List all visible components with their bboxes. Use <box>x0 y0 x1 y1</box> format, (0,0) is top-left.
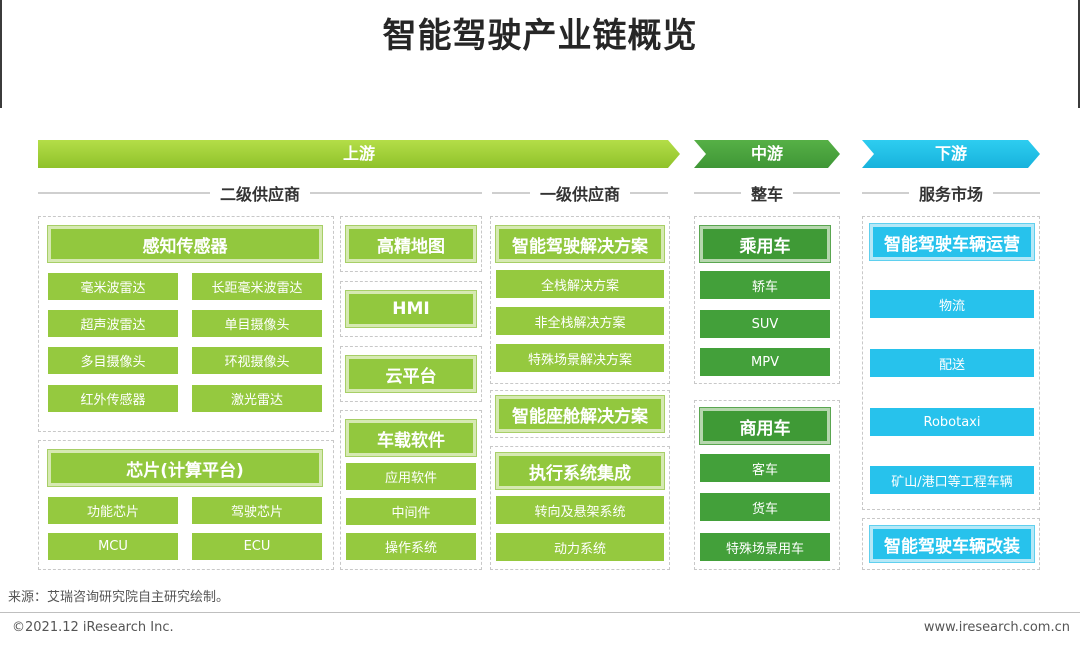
section-vehicle-label: 整车 <box>751 185 784 204</box>
software-panel <box>340 410 482 570</box>
section-service: 服务市场 <box>862 182 1041 204</box>
chips-panel <box>38 440 334 570</box>
stage-upstream: 上游 <box>38 140 680 168</box>
section-tier2-label: 二级供应商 <box>220 185 301 204</box>
divider-line <box>793 192 841 194</box>
page-title: 智能驾驶产业链概览 <box>382 16 698 56</box>
divider-line <box>694 192 741 194</box>
chip-item: MCU <box>48 533 178 560</box>
sensor-item: 单目摄像头 <box>192 310 322 337</box>
commercial-item: 特殊场景用车 <box>700 533 830 561</box>
sensor-item: 激光雷达 <box>192 385 322 412</box>
divider-line <box>993 192 1041 194</box>
sensor-item: 超声波雷达 <box>48 310 178 337</box>
software-header: 车载软件 <box>345 419 477 457</box>
operation-panel <box>862 216 1040 510</box>
operation-header: 智能驾驶车辆运营 <box>869 223 1035 261</box>
sensor-item: 多目摄像头 <box>48 347 178 374</box>
actuation-item: 转向及悬架系统 <box>496 496 664 524</box>
chip-item: 驾驶芯片 <box>192 497 322 524</box>
software-item: 应用软件 <box>346 463 476 490</box>
chips-header: 芯片(计算平台) <box>47 449 323 487</box>
chip-item: ECU <box>192 533 322 560</box>
sensor-item: 环视摄像头 <box>192 347 322 374</box>
passenger-header: 乘用车 <box>699 225 831 263</box>
section-vehicle: 整车 <box>694 182 841 204</box>
modification-panel <box>862 518 1040 570</box>
adas-panel <box>490 216 670 384</box>
section-service-label: 服务市场 <box>919 185 984 204</box>
cloud-box: 云平台 <box>345 355 477 393</box>
passenger-item: MPV <box>700 348 830 376</box>
section-tier1-label: 一级供应商 <box>540 185 621 204</box>
commercial-item: 客车 <box>700 454 830 482</box>
software-item: 操作系统 <box>346 533 476 560</box>
website-link[interactable]: www.iresearch.com.cn <box>923 620 1070 635</box>
sensors-header: 感知传感器 <box>47 225 323 263</box>
sensors-panel <box>38 216 334 432</box>
frame-right-edge <box>1078 0 1080 108</box>
stage-downstream: 下游 <box>862 140 1040 168</box>
source-note: 来源：艾瑞咨询研究院自主研究绘制。 <box>8 590 230 605</box>
sensor-item: 毫米波雷达 <box>48 273 178 300</box>
commercial-item: 货车 <box>700 493 830 521</box>
passenger-panel <box>694 216 840 384</box>
operation-item: Robotaxi <box>870 408 1034 436</box>
commercial-panel <box>694 400 840 570</box>
divider-line <box>492 192 530 194</box>
divider-line <box>862 192 909 194</box>
adas-header: 智能驾驶解决方案 <box>495 225 665 263</box>
frame-left-edge <box>0 0 2 108</box>
hdmap-panel <box>340 216 482 272</box>
sensor-item: 长距毫米波雷达 <box>192 273 322 300</box>
operation-item: 物流 <box>870 290 1034 318</box>
passenger-item: 轿车 <box>700 271 830 299</box>
hdmap-box: 高精地图 <box>345 225 477 263</box>
chip-item: 功能芯片 <box>48 497 178 524</box>
operation-item: 配送 <box>870 349 1034 377</box>
footer-divider <box>0 612 1080 613</box>
divider-line <box>310 192 483 194</box>
divider-line <box>38 192 210 194</box>
copyright-text: ©2021.12 iResearch Inc. <box>12 620 174 635</box>
sensor-item: 红外传感器 <box>48 385 178 412</box>
actuation-item: 动力系统 <box>496 533 664 561</box>
divider-line <box>630 192 669 194</box>
section-tier1: 一级供应商 <box>492 182 669 204</box>
adas-item: 特殊场景解决方案 <box>496 344 664 372</box>
cockpit-box: 智能座舱解决方案 <box>495 395 665 433</box>
hmi-box: HMI <box>345 290 477 328</box>
section-tier2: 二级供应商 <box>38 182 483 204</box>
actuation-panel <box>490 446 670 570</box>
cockpit-panel <box>490 390 670 438</box>
cloud-panel <box>340 346 482 402</box>
modification-box: 智能驾驶车辆改装 <box>869 525 1035 563</box>
adas-item: 非全栈解决方案 <box>496 307 664 335</box>
operation-item: 矿山/港口等工程车辆 <box>870 466 1034 494</box>
adas-item: 全栈解决方案 <box>496 270 664 298</box>
commercial-header: 商用车 <box>699 407 831 445</box>
software-item: 中间件 <box>346 498 476 525</box>
passenger-item: SUV <box>700 310 830 338</box>
hmi-panel <box>340 281 482 337</box>
actuation-header: 执行系统集成 <box>495 452 665 490</box>
stage-midstream: 中游 <box>694 140 840 168</box>
